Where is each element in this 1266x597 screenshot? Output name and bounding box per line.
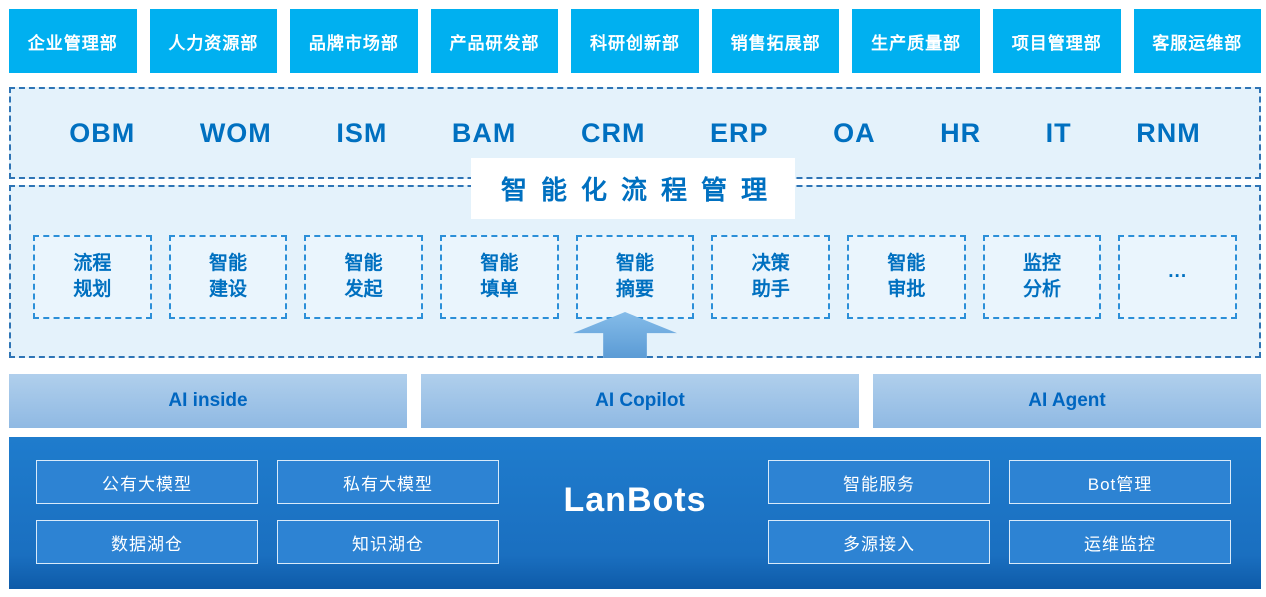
process-step-line: 决策 (751, 253, 790, 275)
department-box: 项目管理部 (992, 9, 1121, 73)
system-label: IT (1045, 117, 1072, 148)
process-step-line: 规划 (73, 279, 112, 300)
process-step-line: 监控 (1023, 253, 1062, 275)
platform-left-modules: 公有大模型 私有大模型 数据湖仓 知识湖仓 (36, 460, 499, 564)
process-step: 智能 填单 (440, 235, 559, 319)
process-step-line: 智能 (344, 253, 383, 275)
process-band: 流程 规划 智能 建设 智能 发起 智能 填单 智能 摘要 决策 助手 (9, 185, 1261, 358)
ai-layer-bar: AI inside (9, 374, 407, 428)
process-step: 智能 建设 (168, 235, 288, 319)
system-label: CRM (580, 117, 646, 148)
process-step: 智能 发起 (304, 235, 424, 319)
process-step: 决策 助手 (711, 235, 831, 319)
process-step-line: 摘要 (616, 279, 655, 300)
department-box: 销售拓展部 (711, 9, 840, 73)
ai-layer-row: AI inside AI Copilot AI Agent (9, 374, 1261, 428)
system-label: ISM (336, 117, 388, 148)
department-box: 生产质量部 (852, 9, 980, 73)
process-step-line: 建设 (209, 279, 248, 300)
department-row: 企业管理部 人力资源部 品牌市场部 产品研发部 科研创新部 销售拓展部 生产质量… (9, 9, 1262, 73)
department-box: 科研创新部 (571, 9, 699, 73)
system-label: BAM (451, 117, 517, 148)
ai-layer-bar: AI Copilot (421, 374, 859, 428)
process-step-more: ··· (1118, 235, 1238, 319)
department-box: 人力资源部 (149, 9, 278, 73)
system-label: HR (940, 117, 982, 148)
process-step-line: ··· (1168, 266, 1188, 288)
process-step: 智能 摘要 (575, 235, 695, 319)
process-step: 流程 规划 (33, 235, 152, 319)
process-step: 监控 分析 (982, 235, 1102, 319)
process-step-line: 流程 (73, 253, 112, 275)
system-label: OBM (69, 117, 136, 148)
process-step-line: 智能 (480, 253, 519, 275)
platform-module-box: Bot管理 (1009, 460, 1231, 504)
process-step-line: 发起 (344, 279, 383, 300)
platform-module-box: 运维监控 (1009, 520, 1231, 564)
process-step-line: 智能 (209, 253, 248, 275)
process-step-line: 智能 (887, 253, 926, 275)
process-step-line: 智能 (616, 253, 655, 275)
process-step-line: 助手 (751, 279, 790, 300)
platform-module-box: 公有大模型 (36, 460, 258, 504)
process-title: 智能化流程管理 (470, 158, 796, 219)
ai-layer-bar: AI Agent (873, 374, 1261, 428)
platform-module-box: 数据湖仓 (36, 520, 258, 564)
platform-module-box: 智能服务 (768, 460, 990, 504)
process-step-line: 分析 (1023, 279, 1062, 300)
process-step-line: 填单 (480, 279, 519, 300)
system-label: WOM (199, 117, 272, 148)
department-box: 产品研发部 (430, 9, 559, 73)
system-label: OA (833, 117, 876, 148)
platform-name: LanBots (563, 481, 707, 519)
platform-module-box: 知识湖仓 (277, 520, 499, 564)
system-label: ERP (710, 117, 769, 148)
process-step-row: 流程 规划 智能 建设 智能 发起 智能 填单 智能 摘要 决策 助手 (33, 235, 1238, 319)
platform-right-modules: 智能服务 Bot管理 多源接入 运维监控 (768, 460, 1231, 564)
platform-module-box: 多源接入 (768, 520, 990, 564)
platform-band: 公有大模型 私有大模型 数据湖仓 知识湖仓 LanBots 智能服务 Bot管理… (9, 437, 1261, 589)
department-box: 企业管理部 (9, 9, 137, 73)
process-step-line: 审批 (887, 279, 926, 300)
department-box: 品牌市场部 (290, 9, 418, 73)
system-label: RNM (1136, 117, 1201, 148)
department-box: 客服运维部 (1133, 9, 1262, 73)
process-step: 智能 审批 (847, 235, 966, 319)
platform-module-box: 私有大模型 (277, 460, 499, 504)
